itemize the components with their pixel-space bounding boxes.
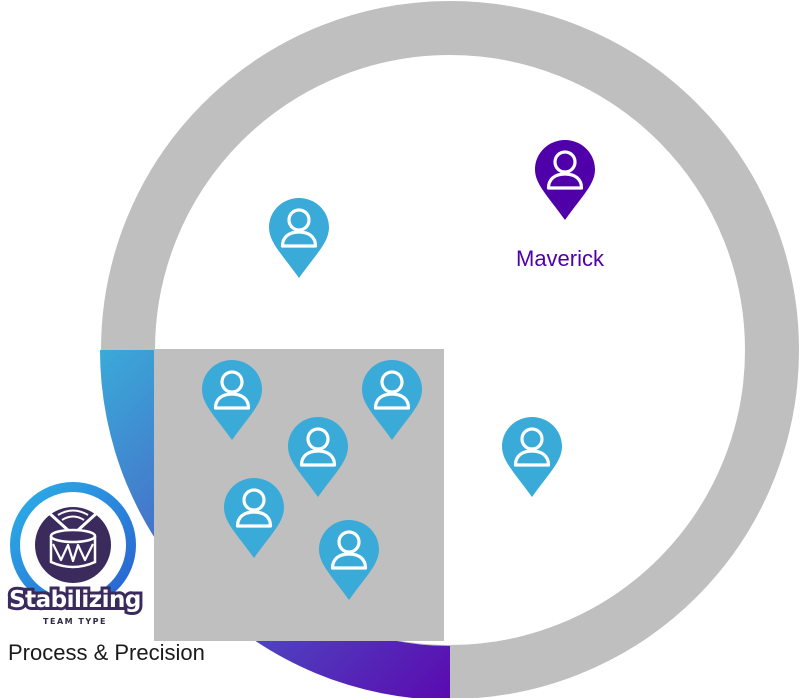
maverick-label: Maverick	[516, 246, 605, 271]
team-member-pin-icon[interactable]	[267, 196, 331, 280]
drum-icon	[35, 507, 111, 583]
team-type-caption: Process & Precision	[8, 640, 205, 665]
badge-title-wrap: Stabilizing	[0, 584, 150, 616]
badge-title: Stabilizing	[6, 584, 144, 616]
badge-subtitle: TEAM TYPE	[43, 617, 107, 626]
maverick-pin-icon[interactable]	[533, 138, 597, 222]
team-member-pin-icon[interactable]	[500, 415, 564, 499]
team-type-badge	[10, 482, 136, 608]
